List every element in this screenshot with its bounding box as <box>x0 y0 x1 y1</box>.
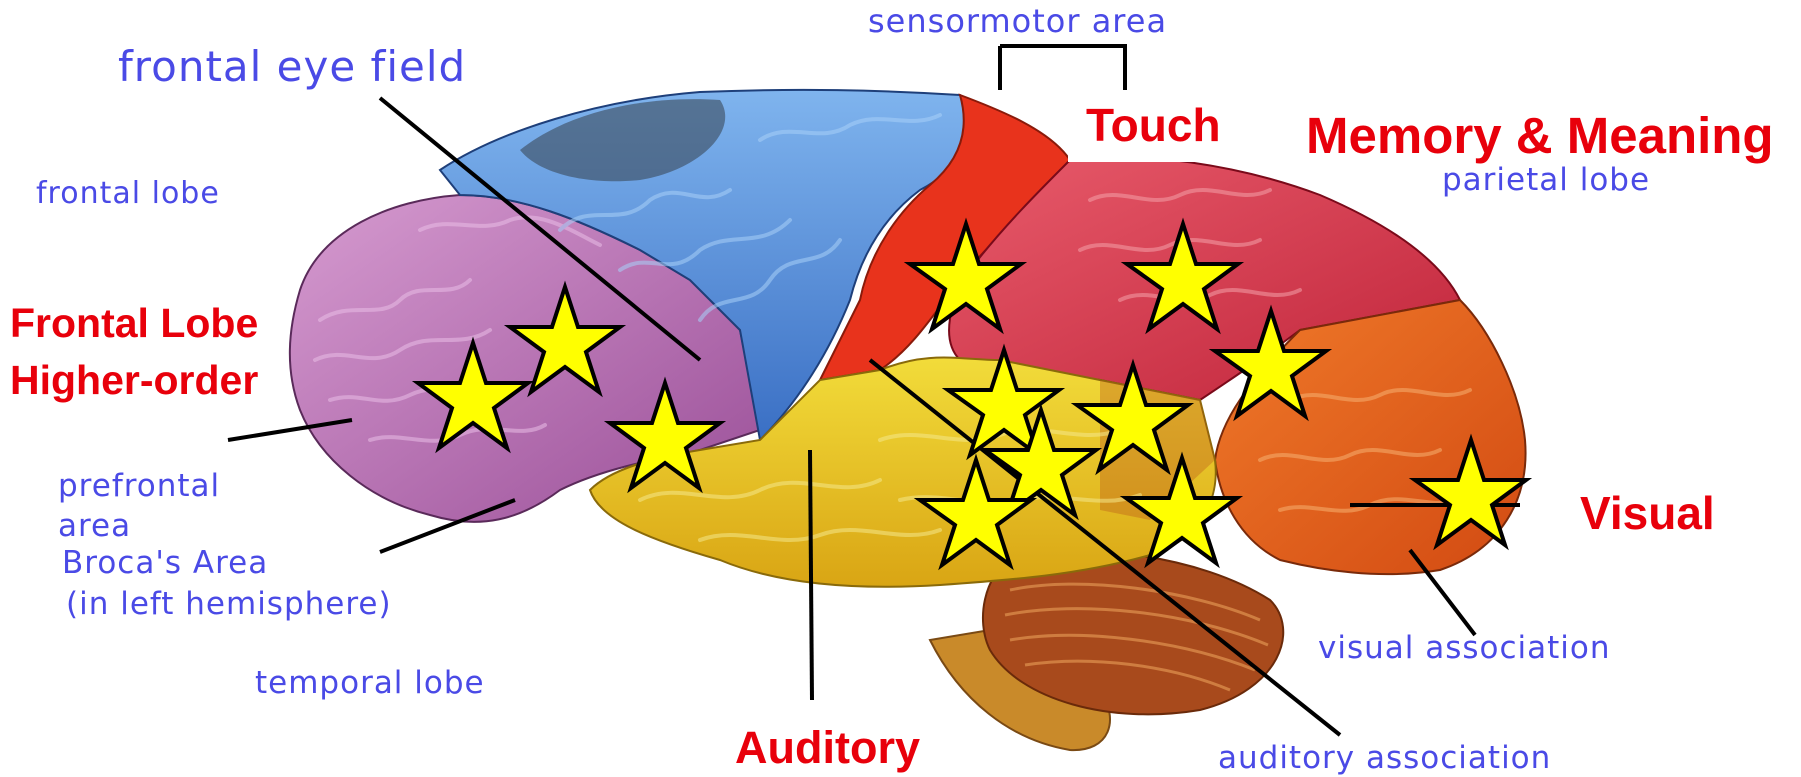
visual-association-label: visual association <box>1318 630 1611 666</box>
visual-annotation: Visual <box>1580 486 1715 540</box>
frontal-lobe-annotation-2: Higher-order <box>10 357 258 404</box>
brocas-area-label-2: (in left hemisphere) <box>66 586 392 622</box>
brocas-area-label-1: Broca's Area <box>62 545 268 581</box>
touch-annotation: Touch <box>1086 98 1221 152</box>
frontal-lobe-label: frontal lobe <box>36 176 220 211</box>
frontal-lobe-annotation-1: Frontal Lobe <box>10 300 258 347</box>
frontal-eye-field-label: frontal eye field <box>118 42 466 91</box>
memory-meaning-annotation: Memory & Meaning <box>1306 106 1774 165</box>
parietal-lobe-label: parietal lobe <box>1442 162 1650 198</box>
prefrontal-area-label-1: prefrontal <box>58 468 220 504</box>
temporal-lobe-label: temporal lobe <box>255 665 485 701</box>
auditory-annotation: Auditory <box>735 722 920 774</box>
auditory-association-label: auditory association <box>1218 740 1551 776</box>
sensormotor-area-label: sensormotor area <box>868 2 1167 40</box>
prefrontal-area-label-2: area <box>58 508 131 544</box>
